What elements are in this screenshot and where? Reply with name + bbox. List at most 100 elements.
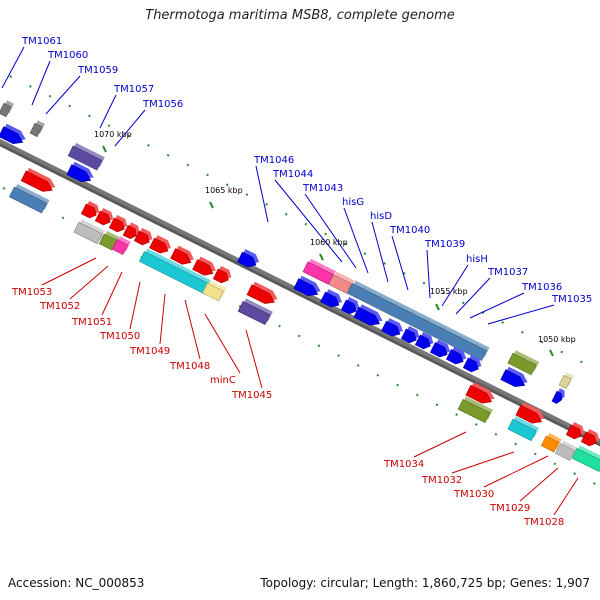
gene-arrow [445,349,464,365]
tick-mark-upper [324,232,327,236]
gene-arrow [8,186,48,214]
gene-label-lower: TM1048 [169,361,210,372]
gene-label-lower: TM1028 [523,517,564,528]
label-leader [129,281,141,330]
gene-arrow [571,447,600,473]
gene-label-upper: hisH [466,254,488,265]
scale-label: 1060 kbp [310,238,348,247]
tick-mark-upper [127,134,131,137]
gene-arrow [328,274,352,294]
gene-arrow [0,102,12,118]
tick-mark-upper [9,75,13,78]
tick-mark-lower [297,334,301,338]
tick-mark-lower [356,364,360,367]
gene-arrow [507,352,537,376]
tick-mark-upper [501,321,505,324]
gene-arrow [414,334,431,350]
label-leader [45,75,81,115]
gene-arrow [507,418,537,442]
gene-arrow [170,248,192,265]
gene-arrow [515,404,543,424]
tick-mark-lower [337,354,340,357]
gene-arrow [462,357,479,373]
tick-mark-upper [343,242,347,246]
gene-label-lower: TM1053 [11,287,52,298]
label-leader [99,94,117,129]
gene-arrow [192,259,214,276]
gene-arrow [67,145,103,171]
gene-label-upper: TM1046 [253,155,294,166]
gene-arrow [500,369,526,388]
label-leader [31,60,51,106]
label-leader [304,193,357,269]
tick-mark-lower [317,344,321,348]
gene-arrow [73,221,103,245]
tick-mark-lower [415,393,419,397]
gene-arrow [320,291,340,308]
gene-label-upper: TM1056 [142,99,183,110]
tick-mark-lower [533,452,537,456]
tick-mark-upper [284,212,288,216]
gene-label-upper: hisG [342,197,364,208]
label-leader [245,329,263,389]
gene-label-lower: TM1050 [99,331,140,342]
tick-mark-lower [2,186,6,190]
tick-mark-upper [442,291,445,295]
gene-arrow [565,424,582,440]
gene-arrow [122,224,137,240]
gene-label-upper: hisD [370,211,392,222]
gene-label-upper: TM1035 [551,294,592,305]
tick-mark-upper [540,340,544,344]
tick-mark-upper [363,252,367,255]
scale-tick [319,253,324,261]
label-leader [487,304,555,325]
gene-arrow [457,398,491,424]
gene-arrow [429,342,448,358]
tick-mark-lower [376,373,380,377]
tick-mark-upper [422,281,426,285]
tick-mark-upper [580,360,583,364]
gene-arrow [340,299,357,315]
gene-arrow [133,230,150,246]
tick-mark-upper [29,85,32,88]
gene-arrow [237,251,257,268]
gene-arrow [554,443,576,461]
tick-mark-upper [383,262,386,265]
tick-mark-lower [494,432,498,436]
label-leader [114,109,146,147]
tick-mark-upper [68,104,72,108]
scale-label: 1065 kbp [205,186,243,195]
gene-label-lower: TM1034 [383,459,424,470]
tick-mark-upper [206,173,209,177]
tick-mark-lower [278,324,281,328]
tick-mark-lower [553,462,557,466]
tick-mark-upper [245,193,249,196]
label-leader [204,313,241,374]
gene-arrow [580,431,597,447]
label-leader [371,221,389,283]
gene-arrow [237,300,271,326]
tick-mark-upper [166,153,170,157]
gene-arrow [80,203,97,219]
tick-mark-upper [560,350,564,354]
gene-arrow [212,268,229,284]
gene-arrow [465,384,493,404]
tick-mark-upper [461,301,465,305]
tick-mark-upper [107,124,111,128]
label-leader [274,179,343,263]
gene-label-upper: TM1059 [77,65,118,76]
gene-label-upper: TM1060 [47,50,88,61]
label-leader [41,257,97,286]
gene-arrow [246,284,275,304]
scale-tick [435,303,440,311]
tick-mark-lower [455,413,458,416]
scale-label: 1055 kbp [430,287,468,296]
gene-label-lower: TM1029 [489,503,530,514]
tick-mark-upper [402,271,406,275]
gene-label-upper: TM1037 [487,267,528,278]
gene-label-upper: TM1040 [389,225,430,236]
gene-label-upper: TM1043 [302,183,343,194]
topology-text: Topology: circular; Length: 1,860,725 bp… [260,576,590,590]
label-leader [1,46,25,89]
accession-text: Accession: NC_000853 [8,576,145,590]
